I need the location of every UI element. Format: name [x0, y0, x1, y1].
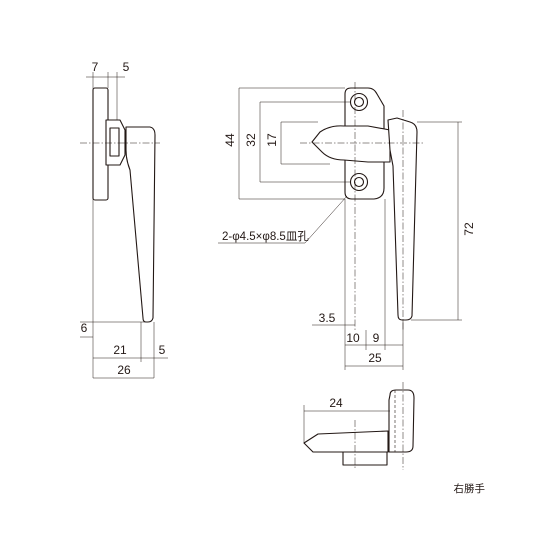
front-lever — [387, 117, 418, 321]
dim-hole-pitch: 32 — [244, 133, 258, 147]
front-knob — [311, 125, 391, 163]
front-view — [300, 82, 425, 330]
dim-base-height: 44 — [223, 133, 237, 147]
dim-side-bottom-offset: 6 — [81, 321, 88, 335]
dim-side-lever-tip: 5 — [159, 343, 166, 357]
dim-lever-length: 72 — [462, 222, 476, 236]
front-view-dimensions: 44 32 17 72 3.5 10 9 25 2-φ4.5×φ8.5皿孔 — [218, 87, 476, 370]
side-view — [80, 87, 160, 323]
screw-hole-bottom-inner — [353, 176, 365, 188]
dim-side-overall-depth: 26 — [117, 363, 131, 377]
bottom-lever — [388, 389, 415, 453]
dim-overall-width: 25 — [368, 351, 382, 365]
dim-knob-height: 17 — [265, 133, 279, 147]
callout-leader — [304, 195, 348, 244]
hand-label: 右勝手 — [454, 482, 486, 495]
dim-bottom-knob-length: 24 — [329, 396, 343, 410]
side-view-dimensions: 7 5 6 21 5 26 — [80, 60, 168, 379]
bottom-knob — [303, 430, 389, 453]
dim-width-right: 9 — [373, 331, 380, 345]
dim-side-top-left: 7 — [92, 60, 99, 74]
side-spring-core — [109, 127, 120, 157]
dim-width-left: 10 — [346, 331, 360, 345]
dim-hole-offset: 3.5 — [319, 311, 336, 325]
screw-hole-top-inner — [353, 96, 365, 108]
dim-side-lever-depth: 21 — [113, 343, 127, 357]
side-lever — [125, 126, 156, 323]
hole-callout: 2-φ4.5×φ8.5皿孔 — [222, 230, 309, 243]
bottom-view: 24 — [303, 382, 415, 470]
dim-side-top-right: 5 — [123, 60, 130, 74]
